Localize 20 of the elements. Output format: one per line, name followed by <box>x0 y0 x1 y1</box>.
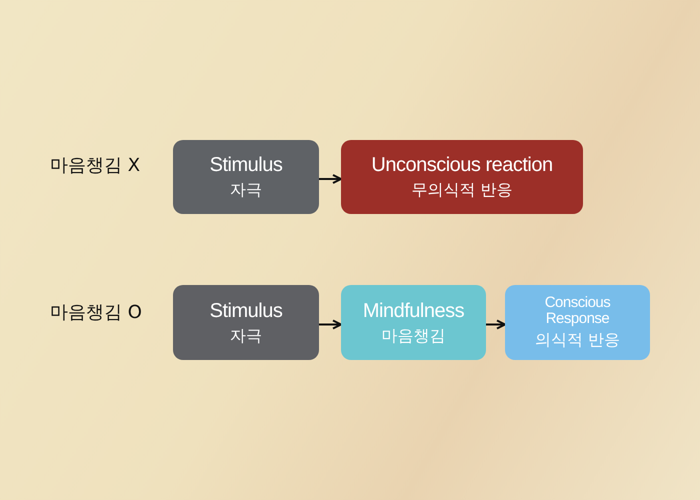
row-label: 마음챙김 X <box>50 154 140 177</box>
box-subtitle: 자극 <box>230 324 262 346</box>
process-box <box>341 285 486 360</box>
box-title: Mindfulness <box>362 298 464 322</box>
box-title: Stimulus <box>210 153 282 177</box>
box-subtitle: 자극 <box>230 179 262 201</box>
box-subtitle: 마음챙김 <box>382 324 446 346</box>
row-label: 마음챙김 O <box>50 301 142 324</box>
process-box <box>173 140 319 214</box>
arrow <box>486 320 506 330</box>
box-title: Stimulus <box>210 298 282 322</box>
arrow <box>319 320 342 330</box>
box-title: Conscious Response <box>544 294 612 326</box>
box-subtitle: 의식적 반응 <box>534 328 620 350</box>
process-box <box>341 140 583 214</box>
arrow <box>319 174 342 184</box>
process-box <box>505 285 650 360</box>
box-title: Unconscious reaction <box>371 153 553 177</box>
process-box <box>173 285 319 360</box>
box-subtitle: 무의식적 반응 <box>411 179 513 201</box>
